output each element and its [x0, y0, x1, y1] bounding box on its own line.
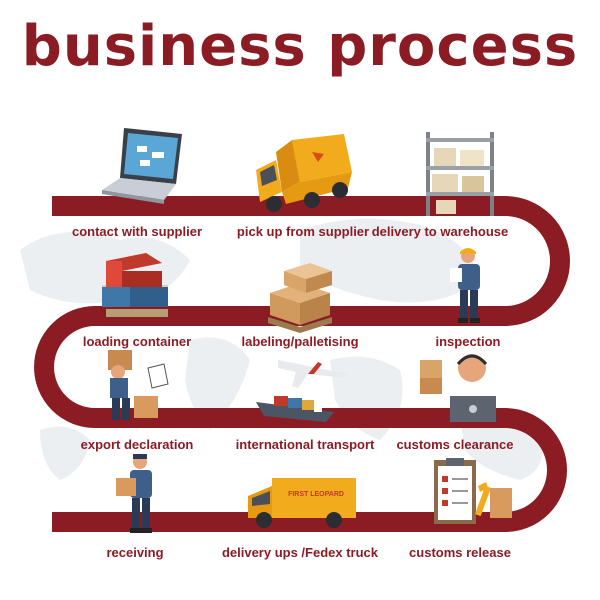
- serpentine-road: [34, 196, 570, 532]
- pallet-boxes-icon: [268, 263, 332, 333]
- van-logo-text: FIRST LEOPARD: [288, 491, 344, 498]
- step-label-3: delivery to warehouse: [371, 224, 509, 239]
- step-label-4: loading container: [82, 334, 192, 349]
- plane-ship-icon: [256, 360, 348, 422]
- step-label-1: contact with supplier: [71, 224, 202, 239]
- clipboard-icon: [434, 458, 512, 524]
- delivery-van-icon: FIRST LEOPARD: [248, 478, 356, 528]
- step-label-5: labeling/palletising: [241, 334, 359, 349]
- page-title: business process: [21, 14, 579, 79]
- step-label-9: customs clearance: [396, 437, 514, 452]
- courier-icon: [116, 454, 152, 533]
- step-label-10: receiving: [106, 545, 164, 560]
- porter-icon: [108, 350, 169, 420]
- step-label-12: customs release: [409, 545, 511, 560]
- warehouse-shelf-icon: [426, 132, 494, 216]
- step-label-11: delivery ups /Fedex truck: [221, 545, 379, 560]
- truck-icon: [256, 134, 352, 212]
- step-label-8: international transport: [235, 437, 375, 452]
- step-label-2: pick up from supplier: [236, 224, 370, 239]
- inspector-icon: [450, 248, 480, 323]
- step-label-7: export declaration: [80, 437, 194, 452]
- step-label-6: inspection: [435, 334, 501, 349]
- shipping-containers-icon: [102, 253, 168, 317]
- laptop-icon: [102, 128, 182, 204]
- operator-icon: [420, 354, 498, 422]
